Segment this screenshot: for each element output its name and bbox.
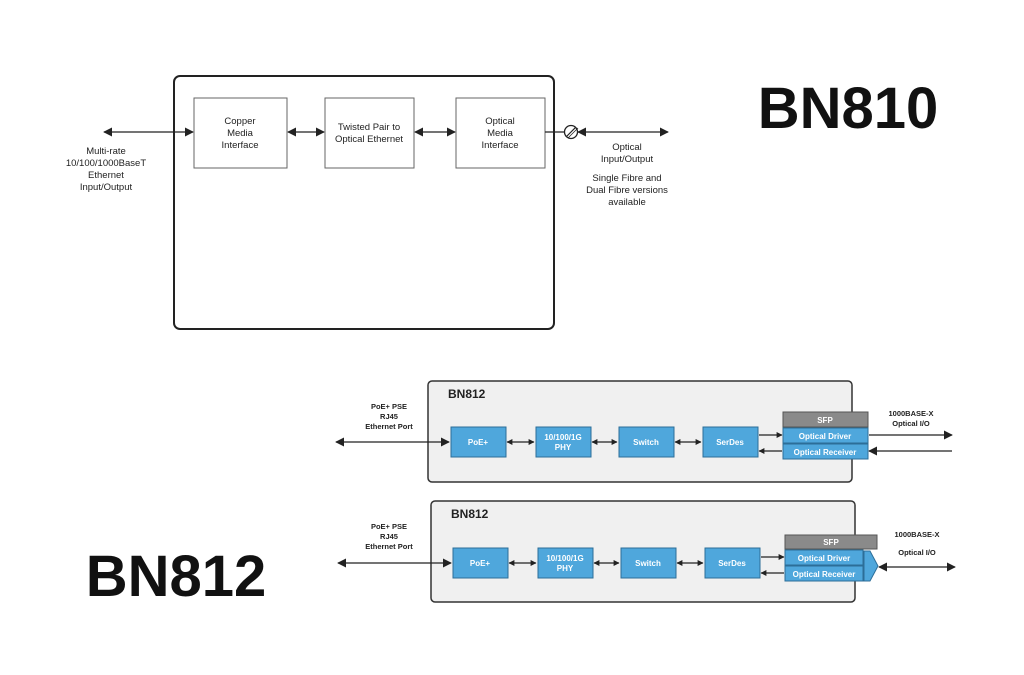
bn810-title: BN810 bbox=[758, 76, 939, 141]
block-switch: Switch bbox=[620, 547, 677, 579]
bn812-diagram-top: BN812 PoE+ PSE RJ45 Ethernet Port PoE+ 1… bbox=[335, 380, 953, 483]
label-line: Ethernet bbox=[88, 170, 124, 181]
sfp-header: SFP bbox=[817, 416, 833, 425]
bn810-output-label: Optical Input/Output bbox=[601, 142, 654, 165]
port-label: PoE+ PSE RJ45 Ethernet Port bbox=[365, 402, 413, 431]
label-line: 1000BASE-X bbox=[888, 409, 933, 418]
bn810-input-label: Multi-rate 10/100/1000BaseT Ethernet Inp… bbox=[66, 146, 146, 193]
block-label: PoE+ bbox=[470, 559, 491, 568]
block-label: Switch bbox=[635, 559, 661, 568]
block-label-line: Interface bbox=[482, 140, 519, 151]
label-line: Optical I/O bbox=[892, 419, 930, 428]
block-label-line: Media bbox=[227, 128, 254, 139]
label-line: 1000BASE-X bbox=[894, 530, 939, 539]
label-line: Input/Output bbox=[601, 154, 654, 165]
label-line: Ethernet Port bbox=[365, 542, 413, 551]
label-line: Optical I/O bbox=[898, 548, 936, 557]
port-label: PoE+ PSE RJ45 Ethernet Port bbox=[365, 522, 413, 551]
block-poe: PoE+ bbox=[450, 426, 507, 458]
block-label-line: Copper bbox=[224, 116, 255, 127]
bn812-panel-title: BN812 bbox=[448, 387, 486, 401]
optical-io-label: 1000BASE-X Optical I/O bbox=[888, 409, 933, 428]
label-line: Single Fibre and bbox=[592, 173, 661, 184]
block-serdes: SerDes bbox=[704, 547, 761, 579]
label-line: 10/100/1000BaseT bbox=[66, 158, 146, 169]
optical-io-label: 1000BASE-X Optical I/O bbox=[894, 530, 939, 557]
bn810-fibre-note: Single Fibre and Dual Fibre versions ava… bbox=[586, 173, 668, 208]
block-label-line: Optical Ethernet bbox=[335, 134, 403, 145]
label-line: available bbox=[608, 197, 646, 208]
label-line: Ethernet Port bbox=[365, 422, 413, 431]
sfp-receiver: Optical Receiver bbox=[793, 570, 856, 579]
block-label: Switch bbox=[633, 438, 659, 447]
bn810-block-copper-media-interface: Copper Media Interface bbox=[193, 97, 288, 169]
block-label: 10/100/1G bbox=[546, 554, 583, 563]
sfp-driver: Optical Driver bbox=[799, 432, 851, 441]
block-phy: 10/100/1G PHY bbox=[535, 426, 592, 458]
block-label: SerDes bbox=[718, 559, 746, 568]
fibre-connector-icon bbox=[563, 124, 579, 140]
sfp-receiver: Optical Receiver bbox=[794, 448, 857, 457]
bn812-title: BN812 bbox=[86, 544, 267, 609]
label-line: RJ45 bbox=[380, 412, 398, 421]
sfp-module: SFP Optical Driver Optical Receiver bbox=[782, 411, 869, 460]
block-label: PHY bbox=[555, 443, 572, 452]
bn812-panel-title: BN812 bbox=[451, 507, 489, 521]
sfp-header: SFP bbox=[823, 538, 839, 547]
block-label: PHY bbox=[557, 564, 574, 573]
sfp-module: SFP Optical Driver Optical Receiver bbox=[784, 534, 879, 582]
label-line: Dual Fibre versions bbox=[586, 185, 668, 196]
block-label-line: Interface bbox=[222, 140, 259, 151]
bn810-block-optical-media-interface: Optical Media Interface bbox=[455, 97, 546, 169]
block-label: SerDes bbox=[716, 438, 744, 447]
label-line: PoE+ PSE bbox=[371, 522, 407, 531]
block-label-line: Optical bbox=[485, 116, 515, 127]
bn810-block-twisted-pair-to-optical: Twisted Pair to Optical Ethernet bbox=[324, 97, 415, 169]
label-line: Optical bbox=[612, 142, 642, 153]
label-line: Multi-rate bbox=[86, 146, 126, 157]
bn812-diagram-bottom: BN812 PoE+ PSE RJ45 Ethernet Port PoE+ 1… bbox=[337, 500, 956, 603]
block-label-line: Media bbox=[487, 128, 514, 139]
label-line: RJ45 bbox=[380, 532, 398, 541]
block-serdes: SerDes bbox=[702, 426, 759, 458]
label-line: PoE+ PSE bbox=[371, 402, 407, 411]
fibre-connector-icon bbox=[863, 550, 879, 582]
block-switch: Switch bbox=[618, 426, 675, 458]
block-label: 10/100/1G bbox=[544, 433, 581, 442]
block-poe: PoE+ bbox=[452, 547, 509, 579]
block-phy: 10/100/1G PHY bbox=[537, 547, 594, 579]
block-label: PoE+ bbox=[468, 438, 489, 447]
sfp-driver: Optical Driver bbox=[798, 554, 850, 563]
block-label-line: Twisted Pair to bbox=[338, 122, 400, 133]
label-line: Input/Output bbox=[80, 182, 133, 193]
